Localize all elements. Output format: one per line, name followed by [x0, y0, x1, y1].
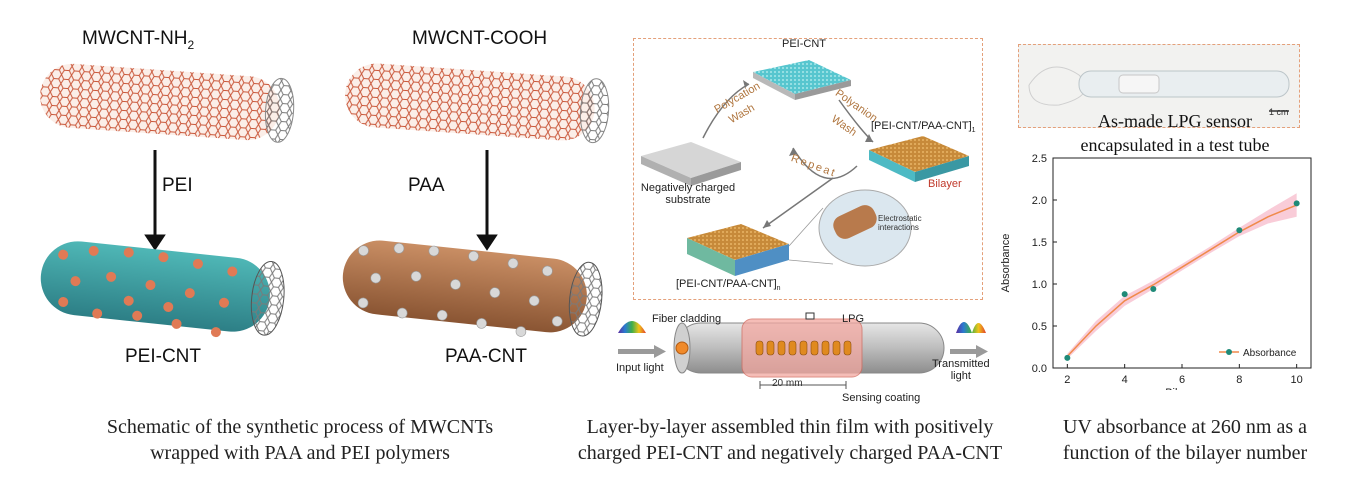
lbl-bilayer-one: [PEI-CNT/PAA-CNT]1 — [871, 120, 976, 135]
label-paa: PAA — [408, 175, 445, 196]
legend-marker — [1226, 349, 1232, 355]
lbl-pei-cnt: PEI-CNT — [782, 38, 826, 50]
label-paa-cnt: PAA-CNT — [445, 346, 527, 367]
input-spectrum-icon — [618, 321, 646, 333]
absorbance-chart: 2 4 6 8 10 0.0 0.5 1.0 1.5 2.0 2.5Bilayer Absorbanc… — [1000, 153, 1312, 390]
data-point — [1236, 227, 1243, 234]
caption-c-line1: UV absorbance at 260 nm as a — [1062, 416, 1307, 438]
photo-caption-line1: As-made LPG sensor — [1098, 111, 1252, 131]
caption-b-line2: charged PEI-CNT and negatively charged P… — [577, 442, 1003, 464]
lbl-sensing-coating: Sensing coating — [842, 392, 921, 404]
y-tick-label: 2.0 — [1032, 195, 1047, 207]
y-tick-label: 1.5 — [1032, 237, 1047, 249]
arrow-polycation — [702, 83, 750, 139]
data-point — [1150, 286, 1157, 293]
x-tick-label: 4 — [1122, 374, 1128, 386]
caption-b: Layer-by-layer assembled thin film with … — [545, 414, 1035, 466]
pei-cnt-layer — [753, 60, 851, 100]
lbl-scale: 1 cm — [1269, 107, 1289, 117]
lbl-assembly-box — [633, 38, 983, 300]
x-tick-label: 10 — [1291, 374, 1303, 386]
lpg-gratings — [755, 340, 852, 356]
fit-line — [1066, 204, 1297, 357]
label-mwcnt-cooh: MWCNT-COOH — [412, 28, 548, 49]
fiber-core — [675, 341, 689, 355]
y-tick-label: 2.5 — [1032, 153, 1047, 165]
substrate-layer — [641, 142, 741, 186]
paa-cnt-tube — [342, 240, 603, 337]
mwcnt-cooh-tube — [345, 63, 610, 144]
lbl-fiber-cladding: Fiber cladding — [652, 313, 722, 325]
data-point — [1064, 354, 1071, 361]
arrow-pei — [144, 150, 166, 251]
caption-b-line1: Layer-by-layer assembled thin film with … — [586, 416, 994, 438]
input-light-arrow — [618, 345, 666, 358]
y-tick-label: 0.5 — [1032, 321, 1047, 333]
bilayer-one-layer — [869, 136, 969, 182]
photo-caption: As-made LPG sensor encapsulated in a tes… — [1040, 109, 1310, 157]
y-tick-label: 1.0 — [1032, 279, 1047, 291]
pei-cnt-tube — [40, 241, 285, 338]
x-tick-label: 2 — [1064, 374, 1070, 386]
bilayer-n-layer — [687, 224, 789, 276]
output-spectrum-icon — [956, 322, 986, 333]
nanotube-illustrations — [40, 63, 610, 338]
lbl-assembly-diagram — [641, 60, 969, 276]
x-tick-label: 6 — [1179, 374, 1185, 386]
mwcnt-nh2-tube — [40, 63, 295, 143]
arrow-paa — [476, 150, 498, 251]
legend-label: Absorbance — [1243, 348, 1297, 359]
label-pei-cnt: PEI-CNT — [125, 346, 201, 367]
lbl-bilayer: Bilayer — [928, 178, 962, 190]
x-tick-label: 8 — [1236, 374, 1242, 386]
arrow-repeat — [792, 147, 858, 180]
label-mwcnt-nh2: MWCNT-NH2 — [82, 28, 195, 52]
y-axis-label: Absorbance — [1000, 234, 1012, 293]
label-pei: PEI — [162, 175, 193, 196]
lbl-bilayer-n: [PEI-CNT/PAA-CNT]n — [676, 278, 781, 293]
lbl-input-light: Input light — [616, 362, 664, 374]
caption-a-line2: wrapped with PAA and PEI polymers — [150, 442, 450, 464]
lbl-length: 20 mm — [772, 378, 803, 389]
transmitted-light-arrow — [950, 345, 988, 358]
y-tick-label: 0.0 — [1032, 363, 1047, 375]
fiber-diagram — [618, 312, 988, 389]
sensor-photo — [1018, 44, 1300, 128]
electrostatic-zoom — [788, 189, 912, 267]
x-axis-label: Bilayer — [1165, 387, 1199, 390]
plot-frame — [1052, 157, 1312, 369]
caption-a-line1: Schematic of the synthetic process of MW… — [106, 416, 494, 438]
lbl-lpg: LPG — [842, 313, 865, 325]
confidence-band — [1067, 193, 1297, 359]
data-point — [1293, 200, 1300, 207]
photo-caption-line2: encapsulated in a test tube — [1080, 135, 1270, 155]
data-point — [1121, 291, 1128, 298]
caption-c-line2: function of the bilayer number — [1062, 442, 1308, 464]
caption-c: UV absorbance at 260 nm as a function of… — [1040, 414, 1330, 466]
caption-a: Schematic of the synthetic process of MW… — [40, 414, 560, 466]
arrow-to-n — [762, 177, 834, 229]
test-tube-image — [1028, 66, 1290, 112]
